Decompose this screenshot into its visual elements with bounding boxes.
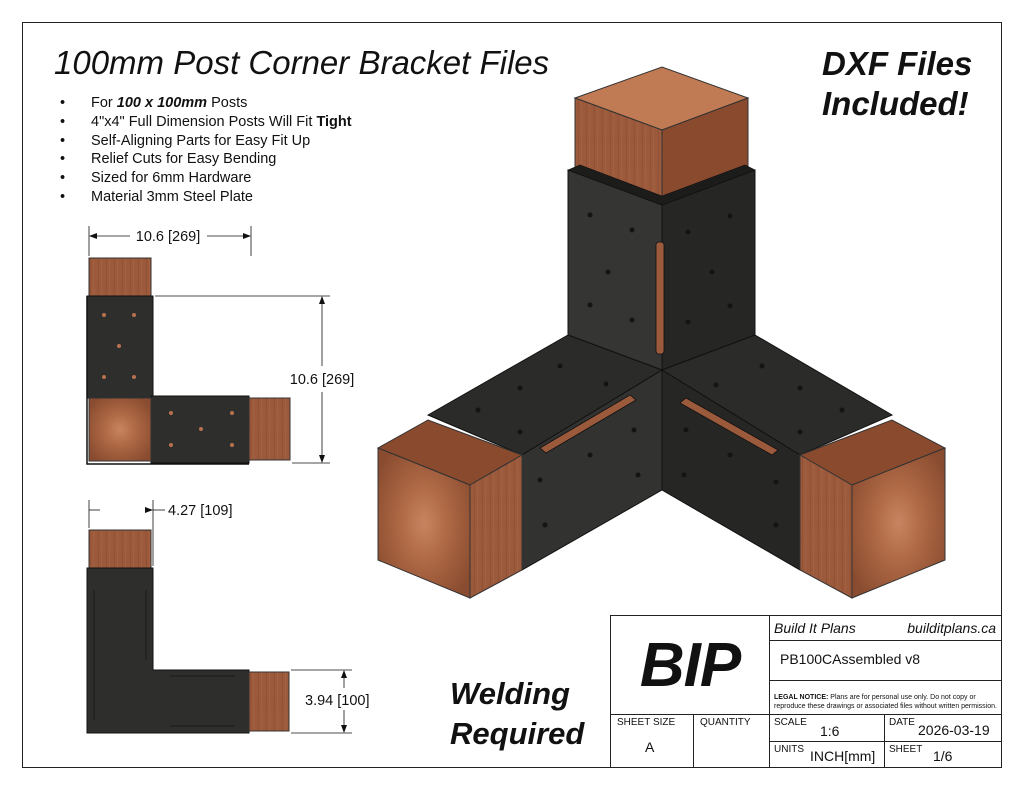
date-value: 2026-03-19 (918, 722, 990, 738)
feature-text: Sized for 6mm Hardware (91, 170, 252, 187)
company-name: Build It Plans (774, 620, 856, 636)
scale-cell: SCALE 1:6 (769, 714, 885, 742)
feature-text: Relief Cuts for Easy Bending (91, 151, 277, 168)
feature-text: For (91, 95, 117, 111)
units-value: INCH[mm] (810, 748, 876, 764)
feature-item: Self-Aligning Parts for Easy Fit Up (60, 132, 352, 151)
scale-value: 1:6 (820, 723, 840, 739)
top-view-drawing: 10.6 [269] 10.6 [269] (86, 226, 355, 465)
welding-note-line-2: Required (450, 716, 585, 751)
company-website: builditplans.ca (907, 620, 996, 636)
dim-side-height: 3.94 [100] (305, 693, 370, 709)
sheet-size-cell: SHEET SIZE A (610, 714, 694, 768)
top-view-post-top (88, 257, 152, 299)
dim-top-width: 10.6 [269] (136, 229, 201, 245)
dxf-files-note: DXF Files Included! (822, 44, 972, 124)
units-label: UNITS (774, 744, 804, 755)
feature-text: 100 x 100mm (116, 95, 208, 111)
feature-item: Sized for 6mm Hardware (60, 169, 352, 188)
sheet-size-label: SHEET SIZE (617, 717, 676, 728)
drawing-sheet-border (22, 22, 1002, 768)
feature-item: Material 3mm Steel Plate (60, 188, 352, 207)
dim-side-width: 4.27 [109] (168, 503, 233, 519)
sheet-size-value: A (645, 739, 655, 755)
dim-top-height: 10.6 [269] (290, 372, 355, 388)
sheet-label: SHEET (889, 744, 923, 755)
feature-item: Relief Cuts for Easy Bending (60, 150, 352, 169)
legal-notice-text: Plans are for personal use only. Do not … (774, 694, 997, 710)
sheet-value: 1/6 (933, 748, 953, 764)
title-block: BIP Build It Plans builditplans.ca PB100… (610, 615, 1002, 768)
title-block-company-cell: Build It Plans builditplans.ca (769, 615, 1002, 640)
date-label: DATE (889, 717, 915, 728)
isometric-assembly-view (376, 66, 947, 599)
legal-notice-label: LEGAL NOTICE: (774, 694, 829, 701)
top-view-bolt-holes (102, 313, 234, 447)
welding-note: Welding Required (450, 674, 584, 754)
top-view-post-right (248, 397, 291, 461)
feature-item: 4"x4" Full Dimension Posts Will Fit Tigh… (60, 113, 352, 132)
feature-text: 4"x4" Full Dimension Posts Will Fit (91, 113, 317, 130)
date-cell: DATE 2026-03-19 (884, 714, 1002, 742)
feature-text: Posts (207, 95, 248, 111)
title-block-part-cell: PB100CAssembled v8 (769, 640, 1002, 680)
units-cell: UNITS INCH[mm] (769, 741, 885, 768)
title-block-logo-cell: BIP (610, 615, 770, 715)
side-view-drawing: 4.27 [109] 3.94 [100] (86, 500, 370, 734)
dxf-note-line-1: DXF Files (822, 45, 973, 82)
welding-note-line-1: Welding (450, 676, 570, 711)
side-view-post-top (88, 529, 152, 571)
dxf-note-line-2: Included! (822, 85, 969, 122)
part-name: PB100CAssembled v8 (780, 651, 921, 667)
bip-logo: BIP (639, 631, 741, 700)
drawing-title: 100mm Post Corner Bracket Files (54, 44, 550, 81)
feature-list: For 100 x 100mm Posts4"x4" Full Dimensio… (60, 94, 352, 207)
side-view-post-right (248, 671, 290, 732)
sheet-number-cell: SHEET 1/6 (884, 741, 1002, 768)
feature-text: Self-Aligning Parts for Easy Fit Up (91, 132, 311, 149)
scale-label: SCALE (774, 717, 807, 728)
side-view-bracket (86, 567, 250, 734)
title-block-legal-cell: LEGAL NOTICE: Plans are for personal use… (769, 680, 1002, 715)
feature-text: Tight (316, 113, 352, 130)
feature-item: For 100 x 100mm Posts (60, 94, 352, 113)
top-view-post-end (88, 397, 152, 462)
quantity-label: QUANTITY (700, 717, 751, 728)
quantity-cell: QUANTITY (693, 714, 770, 768)
iso-bolt-holes (475, 212, 845, 528)
feature-text: Material 3mm Steel Plate (91, 188, 253, 205)
